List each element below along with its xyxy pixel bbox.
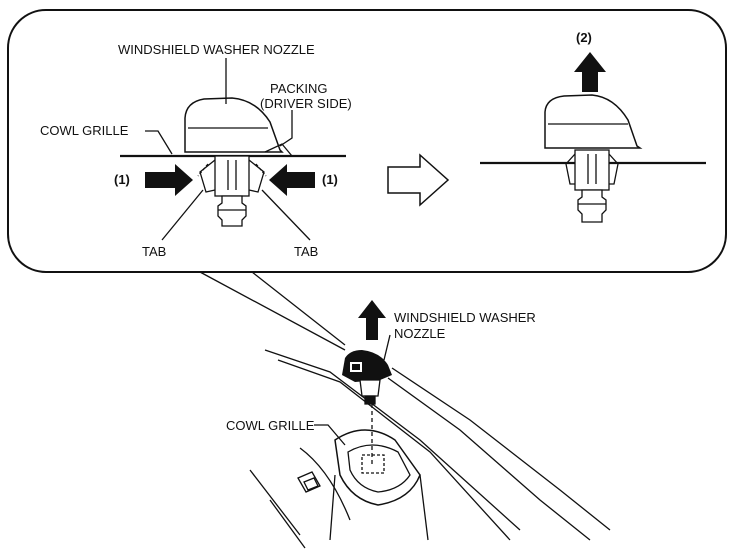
tab-left-shape — [199, 159, 216, 193]
hose-fitting-left — [217, 195, 247, 227]
callout-nozzle-label: WINDSHIELD WASHER NOZZLE — [118, 42, 315, 57]
cowl-grille-opening — [334, 429, 421, 506]
callout-packing-label-2: (DRIVER SIDE) — [260, 96, 352, 111]
main-cowl-grille-label: COWL GRILLE — [226, 418, 315, 433]
callout-pointer-line-1 — [199, 271, 346, 351]
press-arrow-left — [145, 164, 193, 196]
pull-arrow-up — [574, 52, 606, 92]
step-2-label: (2) — [576, 30, 592, 45]
callout-packing-label-1: PACKING — [270, 81, 328, 96]
clip-body-right — [574, 149, 610, 191]
nozzle-cap-right — [544, 94, 643, 149]
nozzle-detail-removed — [480, 52, 706, 223]
main-nozzle-label-1: WINDSHIELD WASHER — [394, 310, 536, 325]
callout-bubble — [7, 9, 727, 273]
windshield-edge-line — [264, 349, 521, 531]
transition-arrow — [387, 153, 450, 207]
tab-left-label: TAB — [142, 244, 166, 259]
step-1-left-label: (1) — [114, 172, 130, 187]
nozzle-small — [342, 350, 392, 382]
main-nozzle-label-2: NOZZLE — [394, 326, 446, 341]
tab-right-label: TAB — [294, 244, 318, 259]
callout-cowl-grille-label: COWL GRILLE — [40, 123, 129, 138]
hose-fitting-right — [577, 189, 607, 223]
step-1-right-label: (1) — [322, 172, 338, 187]
cowl-area-view — [249, 300, 611, 549]
nozzle-cap-left — [184, 97, 284, 153]
remove-arrow-up — [358, 300, 386, 340]
press-arrow-right — [269, 164, 315, 196]
tab-right-shape — [248, 159, 265, 193]
nozzle-detail-installed — [120, 58, 346, 241]
callout-pointer-line-2 — [251, 271, 346, 346]
clip-body-left — [214, 155, 250, 197]
